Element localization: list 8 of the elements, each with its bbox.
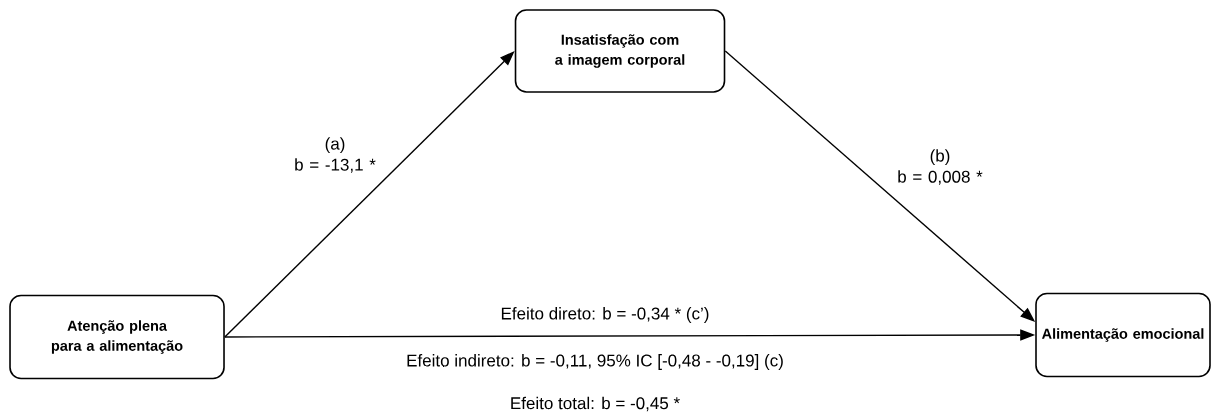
edge-label: (b) b = 0,008 * [898,149,983,185]
process-box: Insatisfação com a imagem corporal [514,9,726,93]
edge-label: (a) b = -13,1 * [295,137,376,173]
process-box: Atenção plena para a alimentação [9,294,225,380]
effect-note: Efeito indireto: b = -0,11, 95% IC [-0,48 - -0,19] (c) [407,354,783,370]
edge-label: Efeito direto: b = -0,34 * (c’) [501,307,709,323]
process-box: Alimentação emocional [1035,292,1211,378]
effect-note: Efeito total: b = -0,45 * [511,396,680,412]
